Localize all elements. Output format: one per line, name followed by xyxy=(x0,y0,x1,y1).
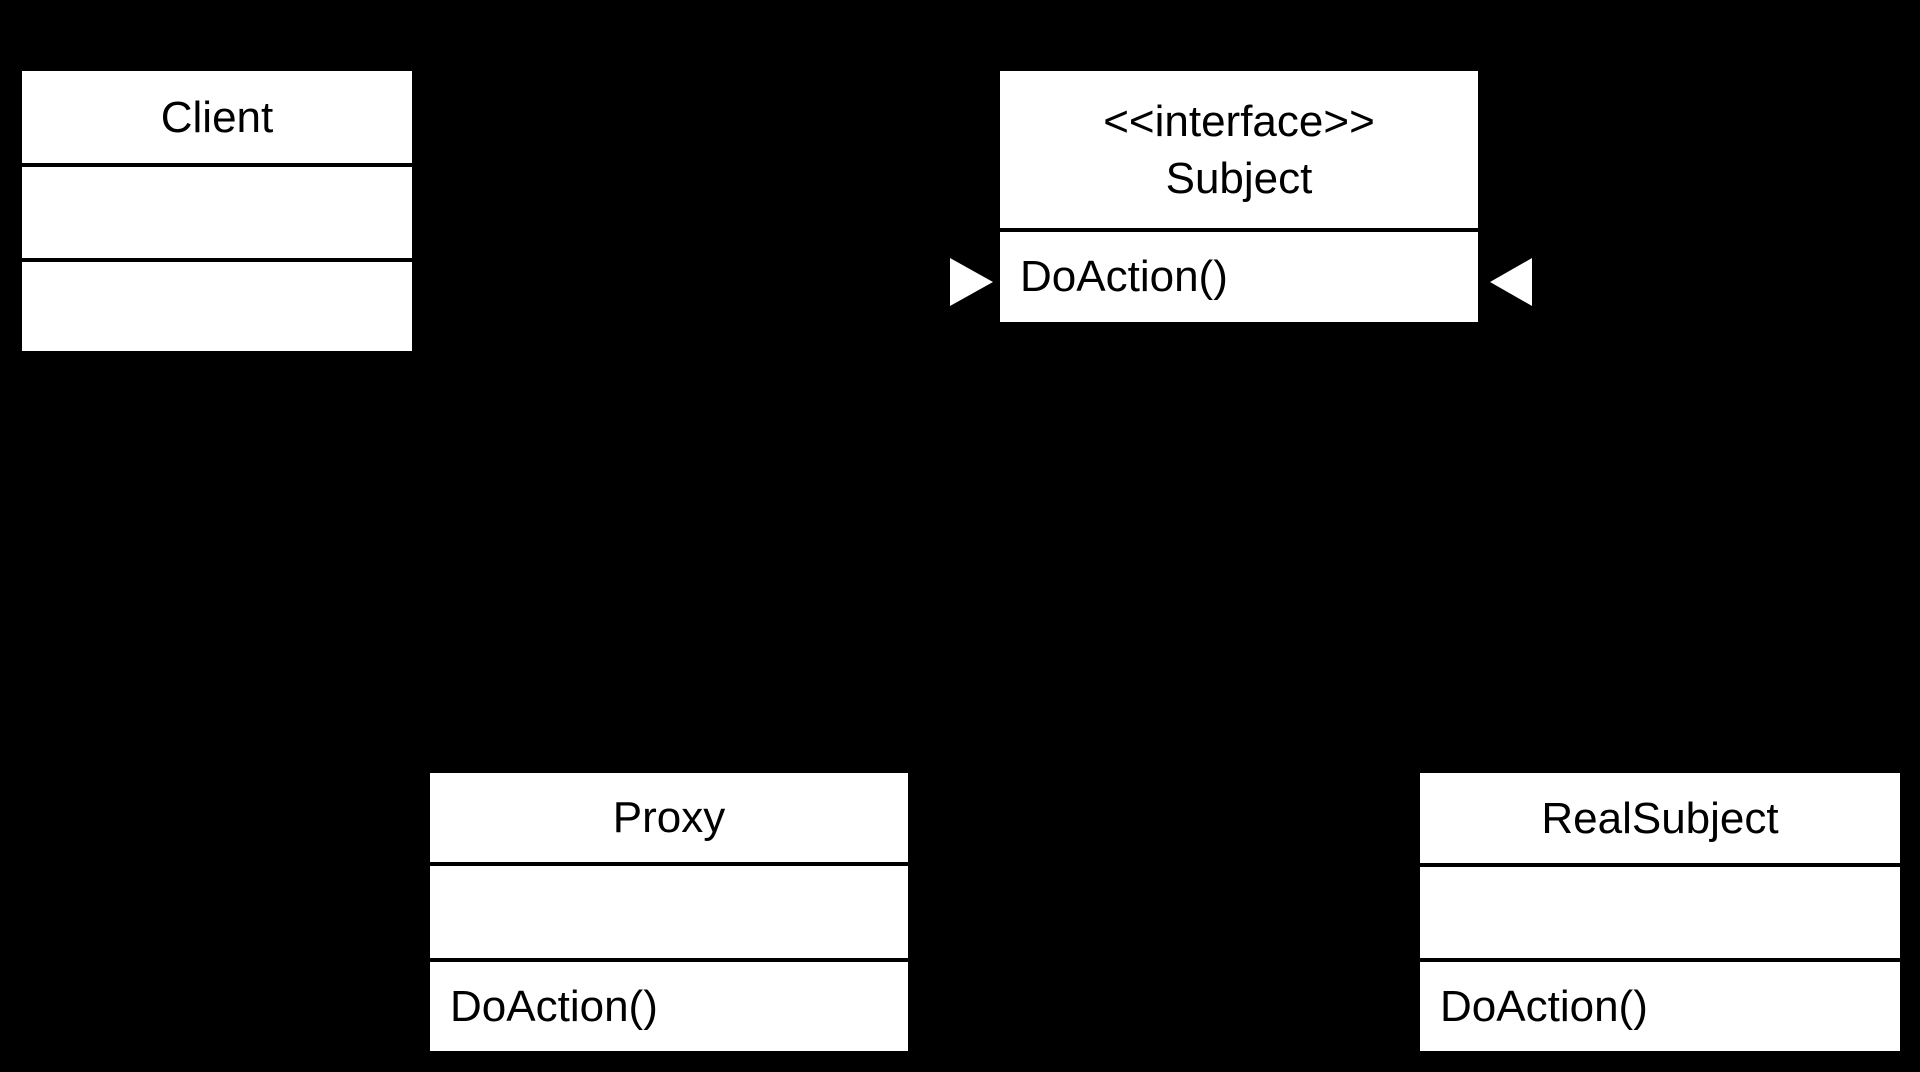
method-label: DoAction() xyxy=(1020,252,1228,301)
realization-arrowhead-right-icon xyxy=(1490,258,1532,306)
realsubject-methods-compartment: DoAction() xyxy=(1420,958,1900,1051)
subject-methods-compartment: DoAction() xyxy=(1000,228,1478,322)
class-box-proxy: Proxy DoAction() xyxy=(430,773,908,1051)
client-name-compartment: Client xyxy=(22,71,412,163)
class-box-client: Client xyxy=(22,71,412,351)
method-label: DoAction() xyxy=(1440,981,1648,1031)
stereotype-label: <<interface>> xyxy=(1103,96,1375,146)
client-attributes-compartment xyxy=(22,163,412,258)
class-box-realsubject: RealSubject DoAction() xyxy=(1420,773,1900,1051)
proxy-methods-compartment: DoAction() xyxy=(430,958,908,1051)
proxy-name-compartment: Proxy xyxy=(430,773,908,862)
subject-name-compartment: <<interface>> Subject xyxy=(1000,71,1478,228)
realization-arrowhead-left-icon xyxy=(950,258,993,306)
client-methods-compartment xyxy=(22,258,412,351)
method-label: DoAction() xyxy=(450,981,658,1031)
proxy-attributes-compartment xyxy=(430,862,908,958)
realsubject-attributes-compartment xyxy=(1420,863,1900,958)
realsubject-name-compartment: RealSubject xyxy=(1420,773,1900,863)
class-box-subject: <<interface>> Subject DoAction() xyxy=(1000,71,1478,322)
class-name-label: Proxy xyxy=(612,793,726,842)
class-name-label: Client xyxy=(160,92,274,142)
class-name-label: Subject xyxy=(1165,153,1313,203)
class-name-label: RealSubject xyxy=(1541,793,1779,843)
